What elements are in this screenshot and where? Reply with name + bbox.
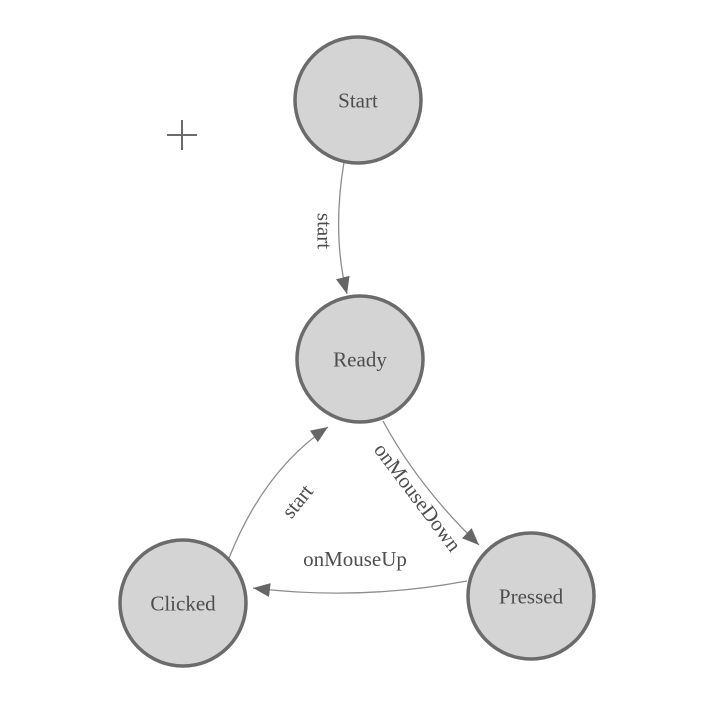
transition-start-to-ready[interactable]: start: [313, 161, 350, 295]
state-node-pressed[interactable]: Pressed: [466, 531, 596, 661]
crosshair-cursor-icon: [167, 120, 197, 150]
state-circle-start[interactable]: [293, 35, 423, 165]
transition-label-onmousedown: onMouseDown: [369, 438, 466, 556]
state-node-clicked[interactable]: Clicked: [118, 538, 248, 668]
state-node-start[interactable]: Start: [293, 35, 423, 165]
transition-path-pressed-to-clicked[interactable]: [252, 580, 468, 597]
state-circle-clicked[interactable]: [118, 538, 248, 668]
state-label-clicked: Clicked: [150, 591, 216, 615]
transition-label-start-2: start: [277, 479, 319, 522]
transition-path-start-to-ready[interactable]: [336, 161, 350, 295]
state-label-ready: Ready: [333, 347, 387, 371]
state-label-start: Start: [338, 88, 378, 112]
state-circle-pressed[interactable]: [466, 531, 596, 661]
transition-path-clicked-to-ready[interactable]: [228, 426, 329, 559]
transition-label-onmouseup: onMouseUp: [303, 547, 407, 571]
transition-clicked-to-ready[interactable]: start: [228, 426, 329, 559]
transition-label-start: start: [313, 213, 337, 249]
transition-pressed-to-clicked[interactable]: onMouseUp: [252, 547, 468, 597]
state-node-ready[interactable]: Ready: [295, 294, 425, 424]
transition-ready-to-pressed[interactable]: onMouseDown: [369, 420, 480, 557]
transition-path-ready-to-pressed[interactable]: [382, 420, 480, 546]
state-label-pressed: Pressed: [499, 584, 564, 608]
state-circle-ready[interactable]: [295, 294, 425, 424]
